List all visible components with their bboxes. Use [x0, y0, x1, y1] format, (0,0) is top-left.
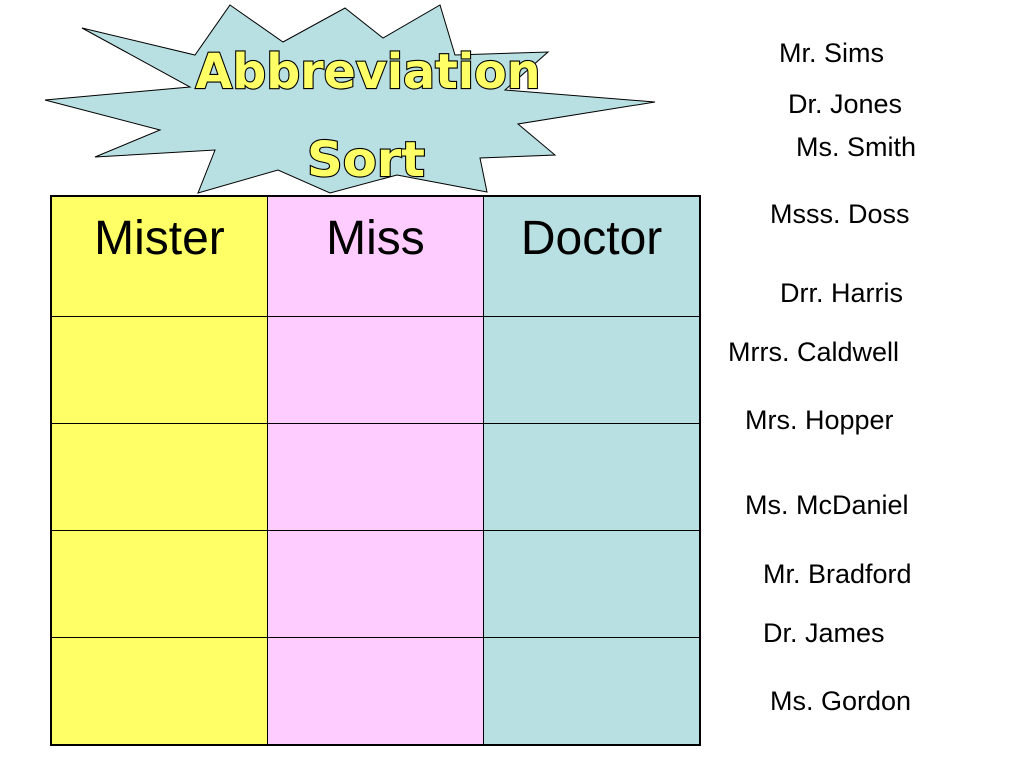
table-row — [50, 636, 701, 745]
drop-cell-mister[interactable] — [50, 636, 268, 745]
name-card-dr-jones[interactable]: Dr. Jones — [788, 89, 903, 119]
name-card-mr-bradford[interactable]: Mr. Bradford — [763, 559, 912, 589]
drop-cell-miss[interactable] — [266, 529, 485, 638]
name-card-ms-gordon[interactable]: Ms. Gordon — [770, 686, 912, 716]
header-doctor: Doctor — [483, 195, 701, 317]
drop-cell-mister[interactable] — [50, 422, 268, 531]
name-card-ms-mcdaniel[interactable]: Ms. McDaniel — [745, 490, 909, 520]
drop-cell-mister[interactable] — [50, 315, 268, 424]
header-miss: Miss — [266, 195, 485, 317]
title-starburst: Abbreviation Sort — [44, 4, 656, 194]
title-line-2: Sort — [307, 132, 425, 188]
name-card-mr-sims[interactable]: Mr. Sims — [779, 38, 884, 68]
name-card-ms-smith[interactable]: Ms. Smith — [796, 132, 917, 162]
name-card-msss-doss[interactable]: Msss. Doss — [770, 199, 910, 229]
starburst-shape — [44, 4, 656, 194]
name-card-dr-james[interactable]: Dr. James — [763, 618, 885, 648]
drop-cell-doctor[interactable] — [483, 529, 701, 638]
table-row — [50, 422, 701, 531]
name-card-mrs-hopper[interactable]: Mrs. Hopper — [745, 405, 894, 435]
drop-cell-doctor[interactable] — [483, 422, 701, 531]
name-card-mrrs-caldwell[interactable]: Mrrs. Caldwell — [728, 337, 900, 367]
title-line-1: Abbreviation — [196, 44, 541, 100]
drop-cell-doctor[interactable] — [483, 315, 701, 424]
table-row — [50, 529, 701, 638]
drop-cell-miss[interactable] — [266, 422, 485, 531]
drop-cell-doctor[interactable] — [483, 636, 701, 745]
drop-cell-mister[interactable] — [50, 529, 268, 638]
sort-table: Mister Miss Doctor — [50, 195, 701, 746]
table-row — [50, 315, 701, 424]
drop-cell-miss[interactable] — [266, 636, 485, 745]
name-card-drr-harris[interactable]: Drr. Harris — [780, 278, 903, 308]
drop-cell-miss[interactable] — [266, 315, 485, 424]
header-mister: Mister — [50, 195, 268, 317]
header-row: Mister Miss Doctor — [50, 195, 701, 317]
